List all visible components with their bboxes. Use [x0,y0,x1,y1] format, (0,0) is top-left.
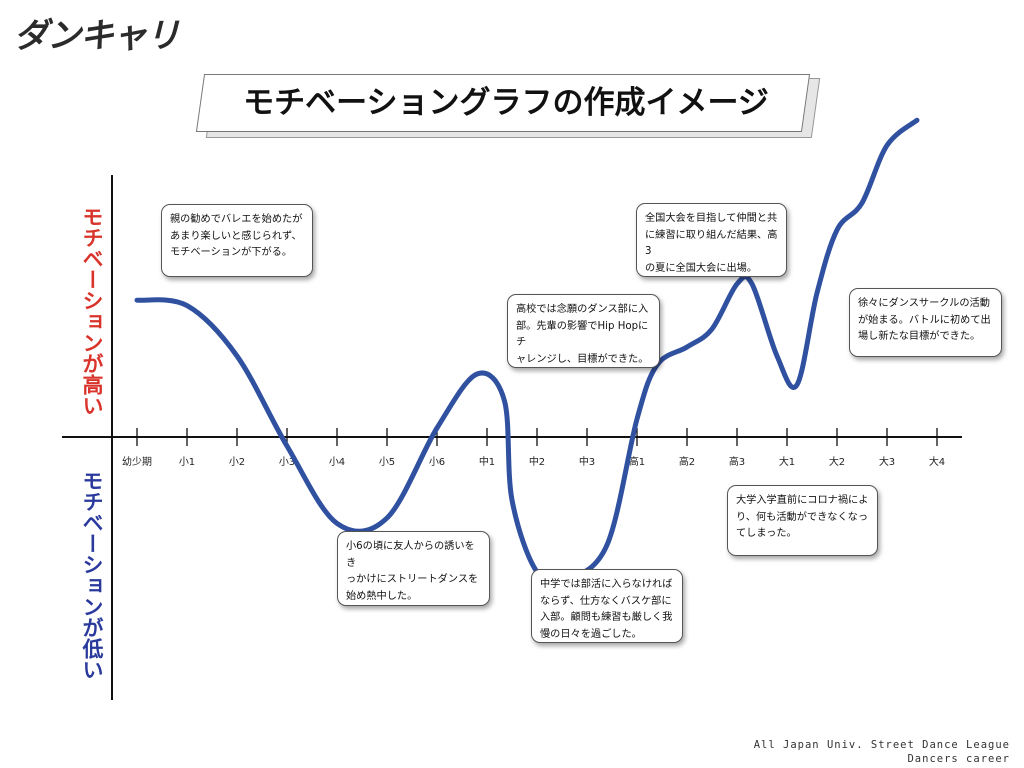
x-tick-label: 高1 [629,455,645,468]
x-tick-label: 大3 [879,455,895,468]
x-axis-ticks [136,428,938,446]
x-tick-label: 中3 [579,455,595,468]
x-tick-label: 小2 [229,456,245,468]
annotation-high-school-entry: 高校では念願のダンス部に入 部。先輩の影響でHip Hopにチ ャレンジし、目標… [507,294,660,368]
x-tick-label: 高2 [679,455,695,468]
annotation-childhood: 親の勧めでバレエを始めたが あまり楽しいと感じられず、 モチベーションが下がる。 [161,204,313,277]
x-tick-label: 中1 [479,455,495,468]
page-title: モチベーショングラフの作成イメージ [243,85,769,121]
x-tick-label: 高3 [729,455,745,468]
footer-credit: All Japan Univ. Street Dance League Danc… [753,739,1010,765]
x-tick-label: 幼少期 [122,455,152,468]
annotation-junior-high: 中学では部活に入らなければ ならず、仕方なくバスケ部に 入部。顧問も練習も厳しく… [531,569,683,643]
x-tick-label: 大1 [779,455,795,468]
annotation-university-later: 徐々にダンスサークルの活動 が始まる。バトルに初めて出 場し新たな目標ができた。 [849,288,1002,357]
x-tick-label: 小4 [329,456,345,468]
y-axis-label-high: モチベーションが高い [80,206,104,416]
x-tick-label: 小3 [279,456,295,468]
x-tick-label: 小1 [179,456,195,468]
annotation-high-school-3: 全国大会を目指して仲間と共 に練習に取り組んだ結果、高3 の夏に全国大会に出場。 [636,203,787,277]
x-tick-label: 大4 [929,455,945,468]
title-banner: モチベーショングラフの作成イメージ [195,74,821,138]
x-tick-label: 大2 [829,455,845,468]
x-axis-tick-labels: 幼少期 小1 小2 小3 小4 小5 小6 中1 中2 中3 高1 高2 高3 大1 大2 大3 大4 [122,455,945,468]
logo: ダンキャリ [14,16,180,56]
x-tick-label: 小5 [379,456,395,468]
x-tick-label: 中2 [529,455,545,468]
y-axis-label-low: モチベーションが低い [80,470,104,680]
motivation-curve [134,117,920,585]
x-tick-label: 小6 [429,456,445,468]
annotation-university-entry: 大学入学直前にコロナ禍によ り、何も活動ができなくなっ てしまった。 [727,485,878,556]
annotation-elementary-6: 小6の頃に友人からの誘いをき っかけにストリートダンスを 始め熱中した。 [337,531,490,606]
